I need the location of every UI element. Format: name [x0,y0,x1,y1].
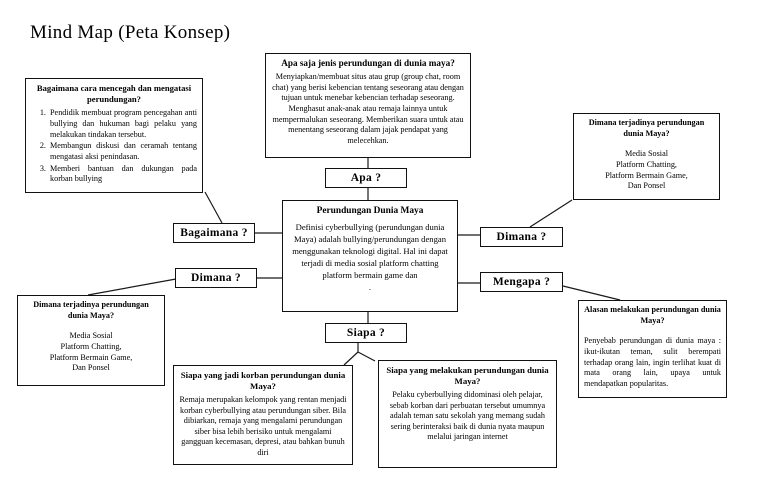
connector-mengapa-to-why [562,285,621,301]
node-who-victim-body: Remaja merupakan kelompok yang rentan me… [179,394,347,458]
node-where-bottom-line: Dan Ponsel [72,363,110,373]
label-dimana-left: Dimana ? [175,268,257,288]
node-who-perpetrator-body: Pelaku cyberbullying didominasi oleh pel… [389,389,546,442]
node-who-perpetrator: Siapa yang melakukan perundungan dunia M… [378,360,557,468]
label-bagaimana: Bagaimana ? [173,223,255,243]
node-where-top-title: Dimana terjadinya perundungan dunia Maya… [588,118,705,138]
node-where-bottom-line: Media Sosial [69,331,113,341]
label-mengapa: Mengapa ? [480,272,563,292]
connector-dimanaL-to-whereB [87,278,177,296]
node-who-victim: Siapa yang jadi korban perundungan dunia… [173,365,353,465]
node-what-body: Menyiapkan/membuat situs atau grup (grou… [272,71,464,145]
node-where-bottom-line: Platform Bermain Game, [49,352,133,362]
node-where-detail-bottom: Dimana terjadinya perundungan dunia Maya… [17,295,165,386]
connector-dimanaR-to-whereT [529,199,573,228]
node-what-detail: Apa saja jenis perundungan di dunia maya… [265,53,471,158]
label-dimana-right: Dimana ? [480,227,563,247]
node-where-top-line: Platform Bermain Game, [605,170,688,180]
node-why-body: Penyebab perundungan di dunia maya : iku… [584,336,721,388]
node-where-top-line: Platform Chatting, [616,159,677,169]
node-who-perpetrator-title: Siapa yang melakukan perundungan dunia M… [386,365,549,387]
node-center-title: Perundungan Dunia Maya [316,206,424,216]
label-siapa: Siapa ? [325,323,407,343]
page-title: Mind Map (Peta Konsep) [30,22,231,43]
connector-how-to-bagaimana [204,191,223,224]
node-where-bottom-title: Dimana terjadinya perundungan dunia Maya… [33,300,149,320]
node-where-top-line: Dan Ponsel [627,181,666,191]
node-why-detail: Alasan melakukan perundungan dunia Maya?… [578,300,727,398]
node-what-title: Apa saja jenis perundungan di dunia maya… [281,58,455,68]
node-why-title: Alasan melakukan perundungan dunia Maya? [584,305,721,325]
node-where-top-line: Media Sosial [625,149,668,159]
node-center-topic: Perundungan Dunia Maya Definisi cyberbul… [282,200,458,312]
connector-siapa-to-perp [357,351,376,362]
node-how-list: Pendidik membuat program pencegahan anti… [31,108,197,185]
label-apa: Apa ? [325,168,407,188]
node-how-item: Membangun diskusi dan ceramah tentang me… [48,141,197,162]
node-how-item: Pendidik membuat program pencegahan anti… [48,108,197,140]
node-center-truncated-text: . [368,281,372,292]
node-where-detail-top: Dimana terjadinya perundungan dunia Maya… [573,113,720,200]
node-how-item: Memberi bantuan dan dukungan pada korban… [48,164,197,185]
node-center-body: Definisi cyberbullying (perundungan duni… [292,222,448,280]
node-who-victim-title: Siapa yang jadi korban perundungan dunia… [180,370,346,392]
node-how-title: Bagaimana cara mencegah dan mengatasi pe… [36,83,192,105]
connector-siapa-to-victim [343,351,359,366]
node-where-bottom-line: Platform Chatting, [60,341,122,351]
node-how-detail: Bagaimana cara mencegah dan mengatasi pe… [25,78,203,193]
